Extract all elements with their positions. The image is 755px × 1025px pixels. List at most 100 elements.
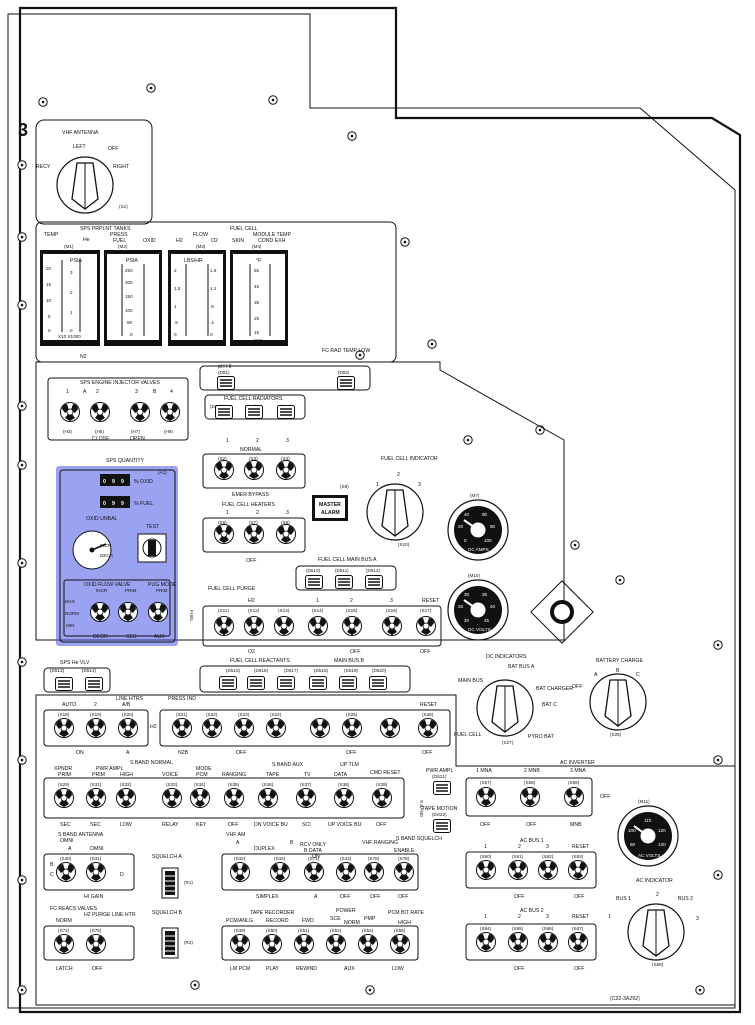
tape-fwd-switch[interactable]	[294, 934, 314, 954]
tape-pcm-switch[interactable]	[230, 934, 250, 954]
squelch-b-thumbwheel[interactable]	[161, 927, 179, 959]
svg-text:DECR: DECR	[100, 553, 114, 558]
mode-voice-switch[interactable]	[162, 788, 182, 808]
pcm-bit-rate-switch[interactable]	[390, 934, 410, 954]
master-alarm-button[interactable]: MASTER ALARM (S9)	[312, 484, 349, 521]
vhf-am-switch-3[interactable]	[304, 862, 324, 882]
svg-text:9: 9	[121, 479, 124, 485]
svg-text:(S35): (S35)	[228, 782, 240, 787]
svg-text:(S31): (S31)	[90, 782, 102, 787]
ac-bus1-switch-3[interactable]	[538, 860, 558, 880]
ac-inverter-switch-2[interactable]	[520, 787, 540, 807]
press-ind-switch-6[interactable]	[342, 718, 362, 738]
pwr-ampl-switch[interactable]	[86, 788, 106, 808]
oxid-flow-prim-switch[interactable]	[118, 602, 138, 622]
fc-heater-switch-3[interactable]	[276, 524, 296, 544]
svg-text:OFF: OFF	[398, 894, 408, 900]
oxid-unbal-dial	[72, 530, 112, 570]
sband-antenna-switch-1[interactable]	[56, 862, 76, 882]
line-htr-switch-2[interactable]	[86, 718, 106, 738]
line-htr-switch-1[interactable]	[54, 718, 74, 738]
svg-text:FUEL CELL INDICATOR: FUEL CELL INDICATOR	[381, 456, 438, 462]
fc-purge-switch-1[interactable]	[214, 616, 234, 636]
svg-text:MODULE TEMP: MODULE TEMP	[253, 232, 291, 238]
vhf-am-switch-4[interactable]	[336, 862, 356, 882]
svg-text:OMNI: OMNI	[60, 838, 74, 844]
press-ind-switch-5[interactable]	[310, 718, 330, 738]
ac-bus2-switch-3[interactable]	[538, 932, 558, 952]
main-bus-a-reset-switch[interactable]	[416, 616, 436, 636]
svg-text:50: 50	[127, 320, 133, 325]
mode-ranging-switch[interactable]	[224, 788, 244, 808]
vhf-am-switch-2[interactable]	[270, 862, 290, 882]
ac-bus1-switch-1[interactable]	[476, 860, 496, 880]
svg-text:SQUELCH A: SQUELCH A	[152, 854, 182, 860]
vhf-am-switch-1[interactable]	[230, 862, 250, 882]
fc-purge-switch-2[interactable]	[244, 616, 264, 636]
up-tlm-cmd-switch[interactable]	[372, 788, 392, 808]
press-ind-switch-2[interactable]	[202, 718, 222, 738]
injector-valve-4[interactable]	[160, 402, 180, 422]
mode-pcm-switch[interactable]	[190, 788, 210, 808]
battery-charge-rotary[interactable]	[589, 673, 647, 731]
main-bus-a-switch-1[interactable]	[308, 616, 328, 636]
h2-purge-switch[interactable]	[86, 934, 106, 954]
press-ind-switch-7[interactable]	[380, 718, 400, 738]
ac-bus2-switch-1[interactable]	[476, 932, 496, 952]
svg-text:(S8): (S8)	[281, 520, 290, 525]
injector-valve-1[interactable]	[60, 402, 80, 422]
fc-reacs-switch[interactable]	[54, 934, 74, 954]
pug-mode-switch[interactable]	[148, 602, 168, 622]
ac-bus2-switch-2[interactable]	[508, 932, 528, 952]
sband-aux-tape-switch[interactable]	[258, 788, 278, 808]
main-bus-a-switch-3[interactable]	[382, 616, 402, 636]
tape-pmp-switch[interactable]	[358, 934, 378, 954]
press-ind-switch-1[interactable]	[172, 718, 192, 738]
ac-bus1-switch-2[interactable]	[508, 860, 528, 880]
squelch-a-thumbwheel[interactable]	[161, 867, 179, 899]
svg-text:RECY: RECY	[36, 164, 51, 170]
ac-inverter-switch-1[interactable]	[476, 787, 496, 807]
svg-text:40: 40	[464, 512, 470, 517]
svg-text:3: 3	[286, 438, 289, 444]
svg-text:SKIN: SKIN	[232, 238, 244, 244]
vhf-antenna-rotary-switch[interactable]	[56, 156, 114, 214]
oxid-flow-valve-switch[interactable]	[90, 602, 110, 622]
fc-heater-switch-1[interactable]	[214, 524, 234, 544]
up-tlm-data-switch[interactable]	[334, 788, 354, 808]
fc-heater-switch-2[interactable]	[244, 524, 264, 544]
fc-radiator-switch-3[interactable]	[276, 460, 296, 480]
radiator-indicator-1	[214, 404, 234, 420]
sband-squelch-switch[interactable]	[394, 862, 414, 882]
main-bus-a-switch-2[interactable]	[342, 616, 362, 636]
fc-radiator-switch-2[interactable]	[244, 460, 264, 480]
fuel-cell-indicator-rotary[interactable]	[366, 483, 424, 541]
svg-text:(D519): (D519)	[344, 668, 359, 673]
press-ind-switch-3[interactable]	[234, 718, 254, 738]
injector-valve-2[interactable]	[90, 402, 110, 422]
press-ind-switch-4[interactable]	[266, 718, 286, 738]
svg-text:1: 1	[608, 914, 611, 920]
dc-indicators-rotary[interactable]	[476, 679, 534, 737]
ac-bus2-reset-switch[interactable]	[568, 932, 588, 952]
fc-purge-switch-3[interactable]	[274, 616, 294, 636]
svg-text:MAIN BUS: MAIN BUS	[458, 678, 484, 684]
svg-text:1: 1	[484, 844, 487, 850]
ac-bus1-reset-switch[interactable]	[568, 860, 588, 880]
injector-valve-3[interactable]	[130, 402, 150, 422]
svg-text:(S44): (S44)	[274, 856, 286, 861]
xpndr-switch[interactable]	[54, 788, 74, 808]
tape-sce-switch[interactable]	[326, 934, 346, 954]
ac-indicator-rotary[interactable]	[627, 903, 685, 961]
sband-antenna-switch-2[interactable]	[86, 862, 106, 882]
sband-aux-tv-switch[interactable]	[296, 788, 316, 808]
press-ind-reset-switch[interactable]	[418, 718, 438, 738]
pwr-ampl-level-switch[interactable]	[116, 788, 136, 808]
sps-test-switch[interactable]	[137, 533, 167, 563]
tape-record-switch[interactable]	[262, 934, 282, 954]
fc-radiator-switch-1[interactable]	[214, 460, 234, 480]
svg-text:OFF: OFF	[370, 894, 380, 900]
vhf-ranging-switch[interactable]	[364, 862, 384, 882]
ac-inverter-switch-3[interactable]	[564, 787, 584, 807]
line-htr-switch-3[interactable]	[118, 718, 138, 738]
